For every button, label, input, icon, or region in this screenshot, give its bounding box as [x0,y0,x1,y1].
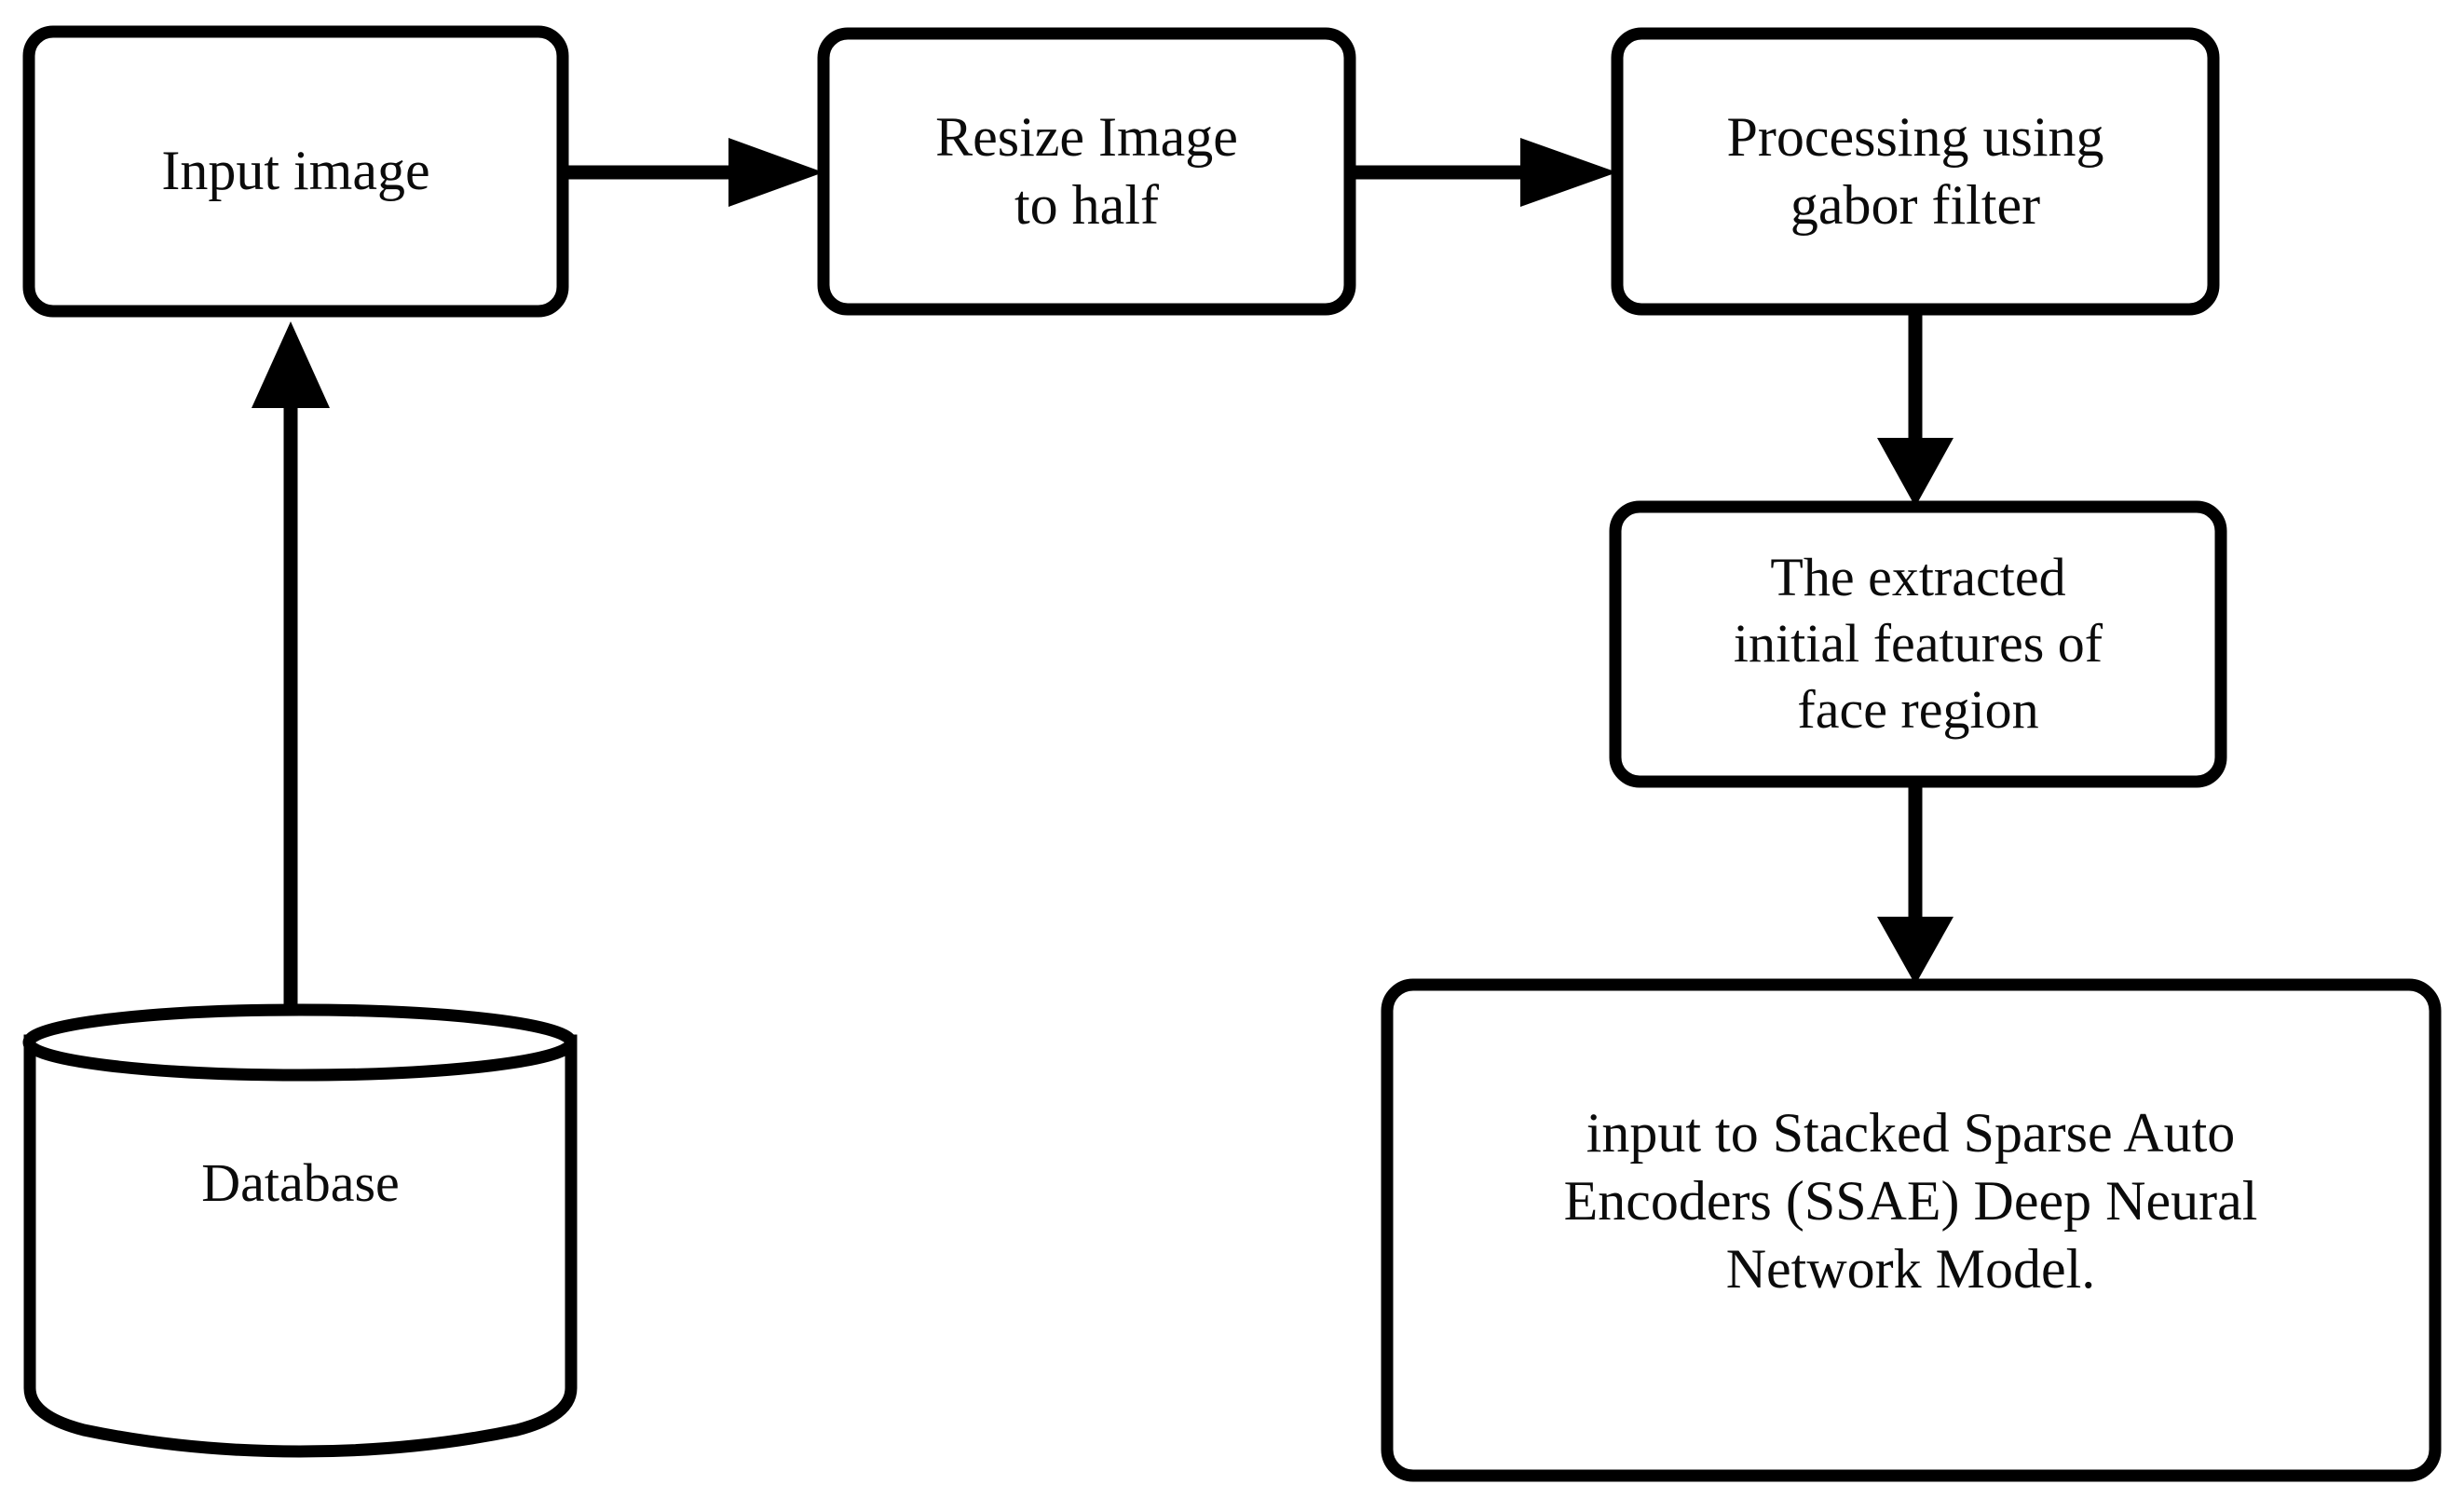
node-shape-database[interactable] [22,1003,578,1458]
edge-resize-to-gabor [1350,138,1617,207]
node-shape-extracted-features[interactable] [1609,500,2227,788]
node-shape-resize-image[interactable] [817,27,1356,316]
edge-gabor-to-features [1877,309,1954,507]
node-shape-ssae-model[interactable] [1381,978,2442,1482]
edge-features-to-ssae [1877,782,1954,985]
node-shape-gabor-filter[interactable] [1611,27,2220,316]
node-shape-input-image[interactable] [22,25,569,318]
edge-input-to-resize [563,138,824,207]
edge-database-to-input [252,321,330,1015]
